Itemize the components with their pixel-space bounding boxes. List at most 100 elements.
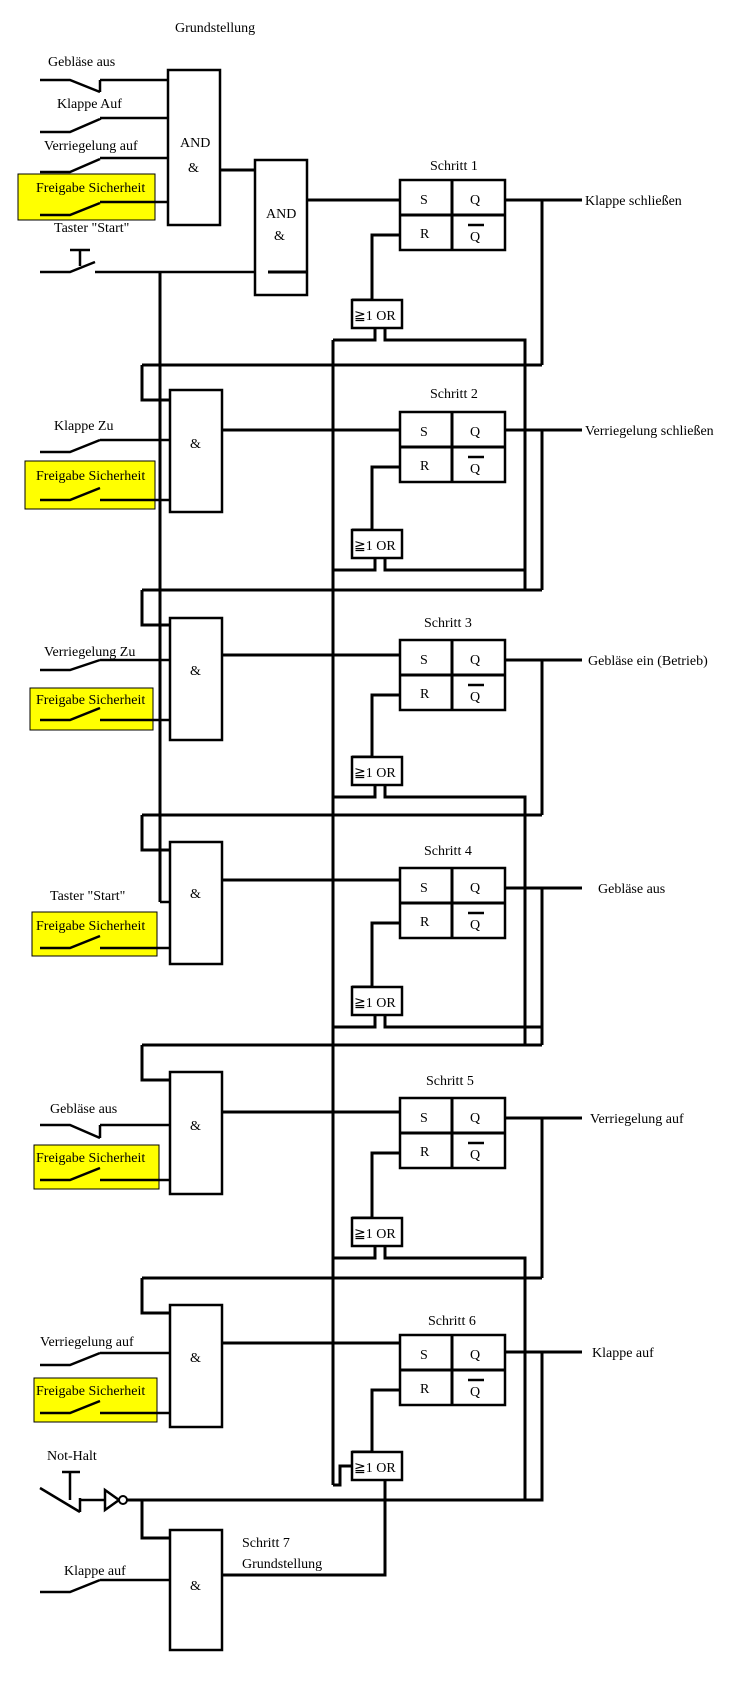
ff2-r: R xyxy=(420,459,430,474)
and-gate-1 xyxy=(166,68,222,227)
and-gate-step-6-amp: & xyxy=(190,1351,201,1366)
ff5-s: S xyxy=(420,1111,428,1126)
ff6-qbar: Q xyxy=(470,1385,480,1400)
step-6-output: Klappe auf xyxy=(592,1346,654,1361)
ff4-s: S xyxy=(420,881,428,896)
ff5-qbar: Q xyxy=(470,1148,480,1163)
step-5-output: Verriegelung auf xyxy=(590,1112,684,1127)
or-gate-step-3-label: ≧1 OR xyxy=(354,766,396,781)
or-gate-step-5 xyxy=(350,1216,404,1248)
highlight-freigabe-0 xyxy=(17,173,156,221)
or-gate-step-5-label: ≧1 OR xyxy=(354,1227,396,1242)
and-gate-2-label: AND xyxy=(266,207,296,222)
and-gate-step-4-amp: & xyxy=(190,887,201,902)
or-gate-step-6 xyxy=(350,1450,404,1482)
label-freigabe-4: Freigabe Sicherheit xyxy=(36,919,145,934)
label-freigabe-2: Freigabe Sicherheit xyxy=(36,469,145,484)
label-klappe-zu: Klappe Zu xyxy=(54,419,113,434)
label-freigabe-5: Freigabe Sicherheit xyxy=(36,1151,145,1166)
and-gate-step-7 xyxy=(168,1528,224,1652)
contact-taster-start: Taster "Start" xyxy=(40,221,268,274)
and-gate-step-7-amp: & xyxy=(190,1579,201,1594)
diagram-title: Grundstellung xyxy=(175,21,255,36)
ff2-s: S xyxy=(420,425,428,440)
or-gate-step-4 xyxy=(350,985,404,1017)
step-4: Schritt 4 S Q R Q Gebläse aus ≧1 OR xyxy=(333,844,665,1045)
and-gate-step-4 xyxy=(168,840,224,966)
step-7-label: Schritt 7 xyxy=(242,1536,290,1551)
step-6: Schritt 6 S Q R Q Klappe auf ≧1 OR xyxy=(142,1314,654,1577)
and-gate-step-5 xyxy=(168,1070,224,1196)
inverter-icon xyxy=(103,1487,122,1513)
and-gate-2-amp: & xyxy=(274,229,285,244)
step-7-sublabel: Grundstellung xyxy=(242,1557,322,1572)
highlight-freigabe-6 xyxy=(33,1377,158,1423)
highlight-freigabe-5 xyxy=(33,1144,160,1190)
ff4-qbar: Q xyxy=(470,918,480,933)
ff1-q: Q xyxy=(470,193,480,208)
label-klappe-auf: Klappe Auf xyxy=(57,97,122,112)
label-klappe-auf-2: Klappe auf xyxy=(64,1564,126,1579)
step-4-label: Schritt 4 xyxy=(424,844,472,859)
ff4-r: R xyxy=(420,915,430,930)
step-6-label: Schritt 6 xyxy=(428,1314,476,1329)
step-3: Schritt 3 S Q R Q Gebläse ein (Betrieb) … xyxy=(333,616,708,1045)
step-1-label: Schritt 1 xyxy=(430,159,478,174)
step-2-label: Schritt 2 xyxy=(430,387,478,402)
step-3-label: Schritt 3 xyxy=(424,616,472,631)
ff6-r: R xyxy=(420,1382,430,1397)
rung-step-7: Klappe auf & Schritt 7 Grundstellung xyxy=(40,1500,322,1652)
ff1-r: R xyxy=(420,227,430,242)
rung-step-2: Klappe Zu Freigabe Sicherheit & xyxy=(24,363,542,514)
or-gate-step-6-label: ≧1 OR xyxy=(354,1461,396,1476)
step-5-label: Schritt 5 xyxy=(426,1074,474,1089)
ff1-s: S xyxy=(420,193,428,208)
label-taster-start-2: Taster "Start" xyxy=(50,889,125,904)
label-taster-start: Taster "Start" xyxy=(54,221,129,236)
contact-geblaese-aus: Gebläse aus xyxy=(40,55,168,94)
ff5-r: R xyxy=(420,1145,430,1160)
step-1: Schritt 1 S Q R Q Klappe schließen ≧1 OR xyxy=(333,159,682,590)
and-gate-step-5-amp: & xyxy=(190,1119,201,1134)
rung-step-3: Verriegelung Zu Freigabe Sicherheit & xyxy=(29,588,542,742)
ff2-qbar: Q xyxy=(470,462,480,477)
contact-verriegelung-auf: Verriegelung auf xyxy=(40,139,168,174)
contact-klappe-auf: Klappe Auf xyxy=(40,97,168,134)
label-freigabe-0: Freigabe Sicherheit xyxy=(36,181,145,196)
ff2-q: Q xyxy=(470,425,480,440)
step-1-output: Klappe schließen xyxy=(585,194,682,209)
label-geblaese-aus: Gebläse aus xyxy=(48,55,115,70)
label-verriegelung-auf: Verriegelung auf xyxy=(44,139,138,154)
ff6-q: Q xyxy=(470,1348,480,1363)
ff5-q: Q xyxy=(470,1111,480,1126)
or-gate-step-2 xyxy=(350,528,404,560)
or-gate-step-1-label: ≧1 OR xyxy=(354,309,396,324)
and-gate-step-2 xyxy=(168,388,224,514)
and-gate-1-label: AND xyxy=(180,136,210,151)
rung-step-4: Taster "Start" Freigabe Sicherheit & xyxy=(31,813,542,966)
step-3-output: Gebläse ein (Betrieb) xyxy=(588,654,708,669)
and-gate-step-3 xyxy=(168,616,224,742)
label-freigabe-6: Freigabe Sicherheit xyxy=(36,1384,145,1399)
step-4-output: Gebläse aus xyxy=(598,882,665,897)
ff3-r: R xyxy=(420,687,430,702)
or-gate-step-2-label: ≧1 OR xyxy=(354,539,396,554)
and-gate-step-2-amp: & xyxy=(190,437,201,452)
label-not-halt: Not-Halt xyxy=(47,1449,97,1464)
step-5: Schritt 5 S Q R Q Verriegelung auf ≧1 OR xyxy=(333,1074,684,1500)
highlight-freigabe-3 xyxy=(29,687,154,731)
ff3-qbar: Q xyxy=(470,690,480,705)
and-gate-1-amp: & xyxy=(188,161,199,176)
or-gate-step-4-label: ≧1 OR xyxy=(354,996,396,1011)
label-verriegelung-auf-2: Verriegelung auf xyxy=(40,1335,134,1350)
or-gate-step-3 xyxy=(350,755,404,787)
rung-step-6: Verriegelung auf Freigabe Sicherheit & xyxy=(33,1276,542,1429)
ff3-q: Q xyxy=(470,653,480,668)
rung-step-5: Gebläse aus Freigabe Sicherheit & xyxy=(33,1043,542,1196)
or-gate-step-1 xyxy=(350,298,404,330)
step-2: Schritt 2 S Q R Q Verriegelung schließen… xyxy=(333,387,714,590)
label-freigabe-3: Freigabe Sicherheit xyxy=(36,693,145,708)
not-halt-contact: Not-Halt xyxy=(39,1449,333,1514)
ff6-s: S xyxy=(420,1348,428,1363)
